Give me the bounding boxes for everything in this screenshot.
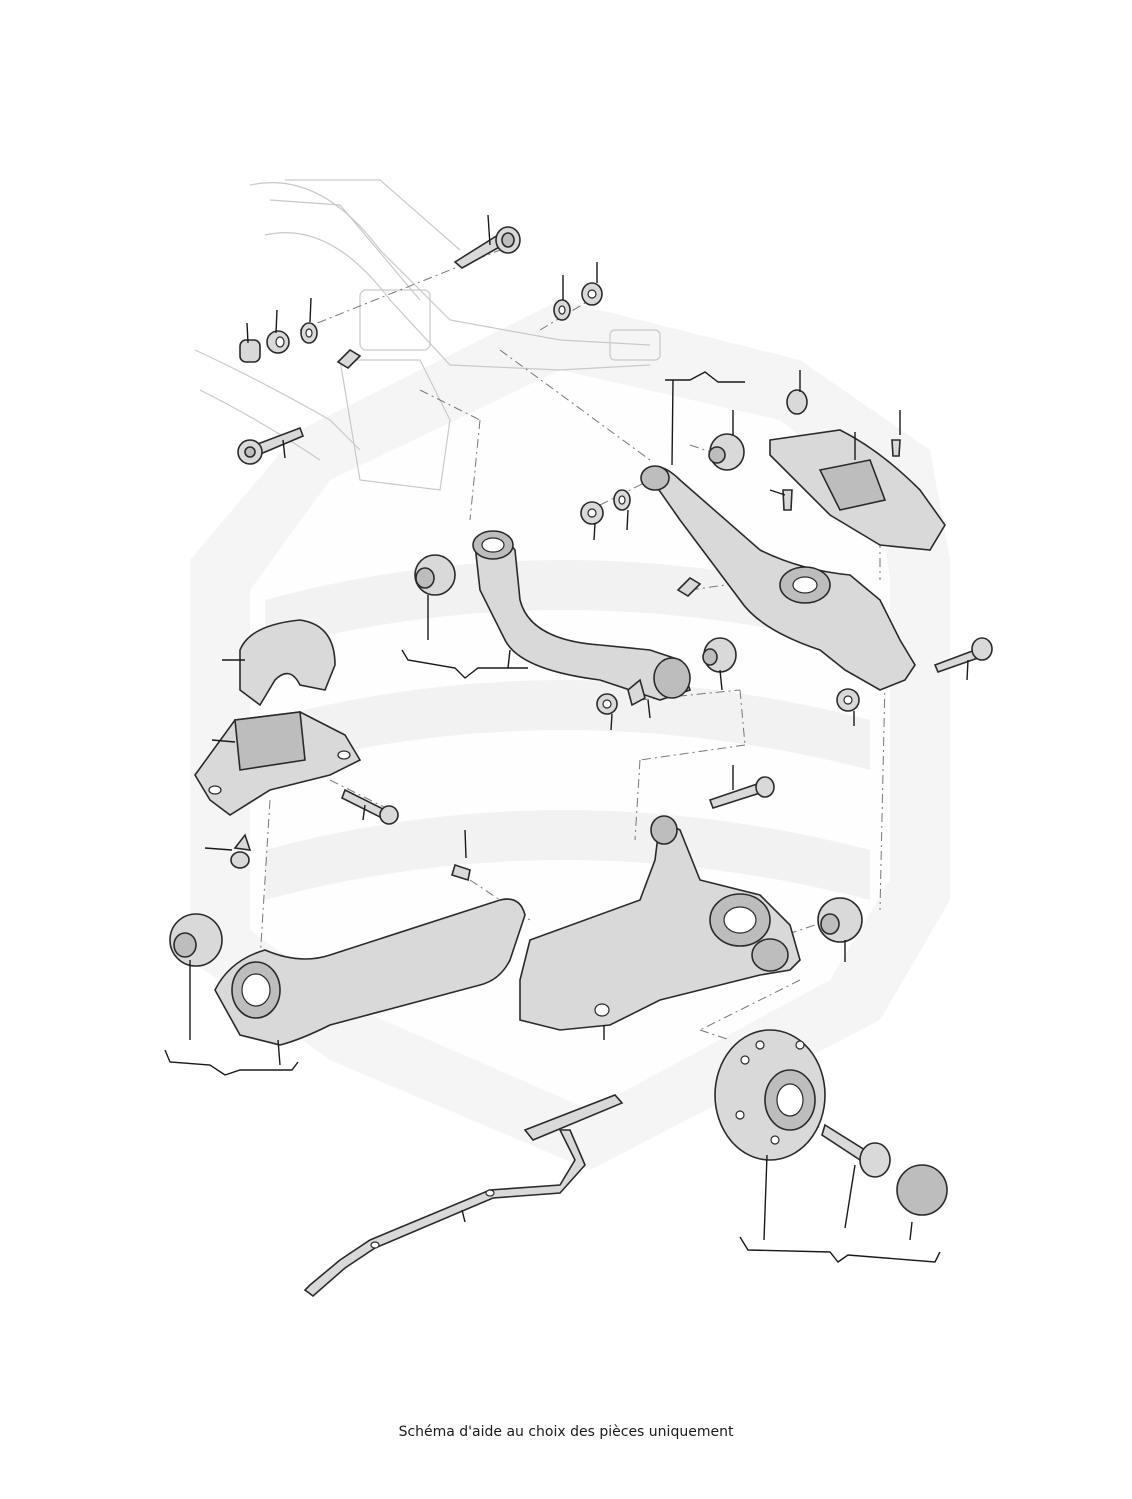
wheel-hub: [714, 1029, 826, 1161]
brake-line-bracket: [303, 1094, 624, 1298]
lower-control-arm: [640, 465, 916, 691]
bracket-screw: [230, 833, 252, 869]
bracket-bolt: [340, 788, 399, 825]
nut-3: [596, 693, 618, 715]
clip-screw-1: [891, 439, 901, 457]
arm-bushing-3: [708, 433, 745, 471]
spring-seat-cover: [769, 429, 946, 551]
upper-control-arm: [472, 530, 692, 701]
bolt-right: [933, 637, 993, 674]
bushing-sleeve-2: [676, 576, 702, 598]
trailing-arm: [214, 898, 526, 1046]
bushing-sleeve-1: [336, 348, 362, 370]
carrier-bolt: [708, 776, 775, 809]
washer-2: [553, 299, 571, 321]
subframe-bolt-left: [237, 426, 305, 465]
washer-3: [613, 489, 631, 511]
nut-2: [581, 282, 603, 306]
bushing-small-1: [239, 339, 261, 363]
leader-lines: [164, 214, 969, 1263]
nut-top-right: [786, 389, 808, 415]
nut-5: [836, 688, 860, 712]
trailing-arm-bushing: [169, 913, 223, 967]
eccentric-washer: [627, 678, 646, 707]
subframe-bolt-top: [453, 226, 521, 269]
washer-1: [300, 322, 318, 344]
hub-cap: [896, 1164, 948, 1216]
subframe-ghost: [194, 179, 661, 491]
clip-screw-2: [782, 489, 793, 511]
arm-bushing-2: [702, 637, 737, 673]
hub-bolt: [821, 1123, 891, 1178]
carrier-bushing: [817, 897, 863, 943]
mount-bracket: [194, 711, 362, 816]
rubber-buffer: [239, 619, 336, 707]
wheel-carrier: [519, 815, 801, 1031]
nut-1: [266, 330, 290, 354]
nut-4: [580, 501, 604, 525]
trailing-arm-bolt: [451, 863, 471, 882]
arm-bushing-1: [414, 554, 456, 596]
diagram-caption: Schéma d'aide au choix des pièces unique…: [398, 1424, 734, 1440]
